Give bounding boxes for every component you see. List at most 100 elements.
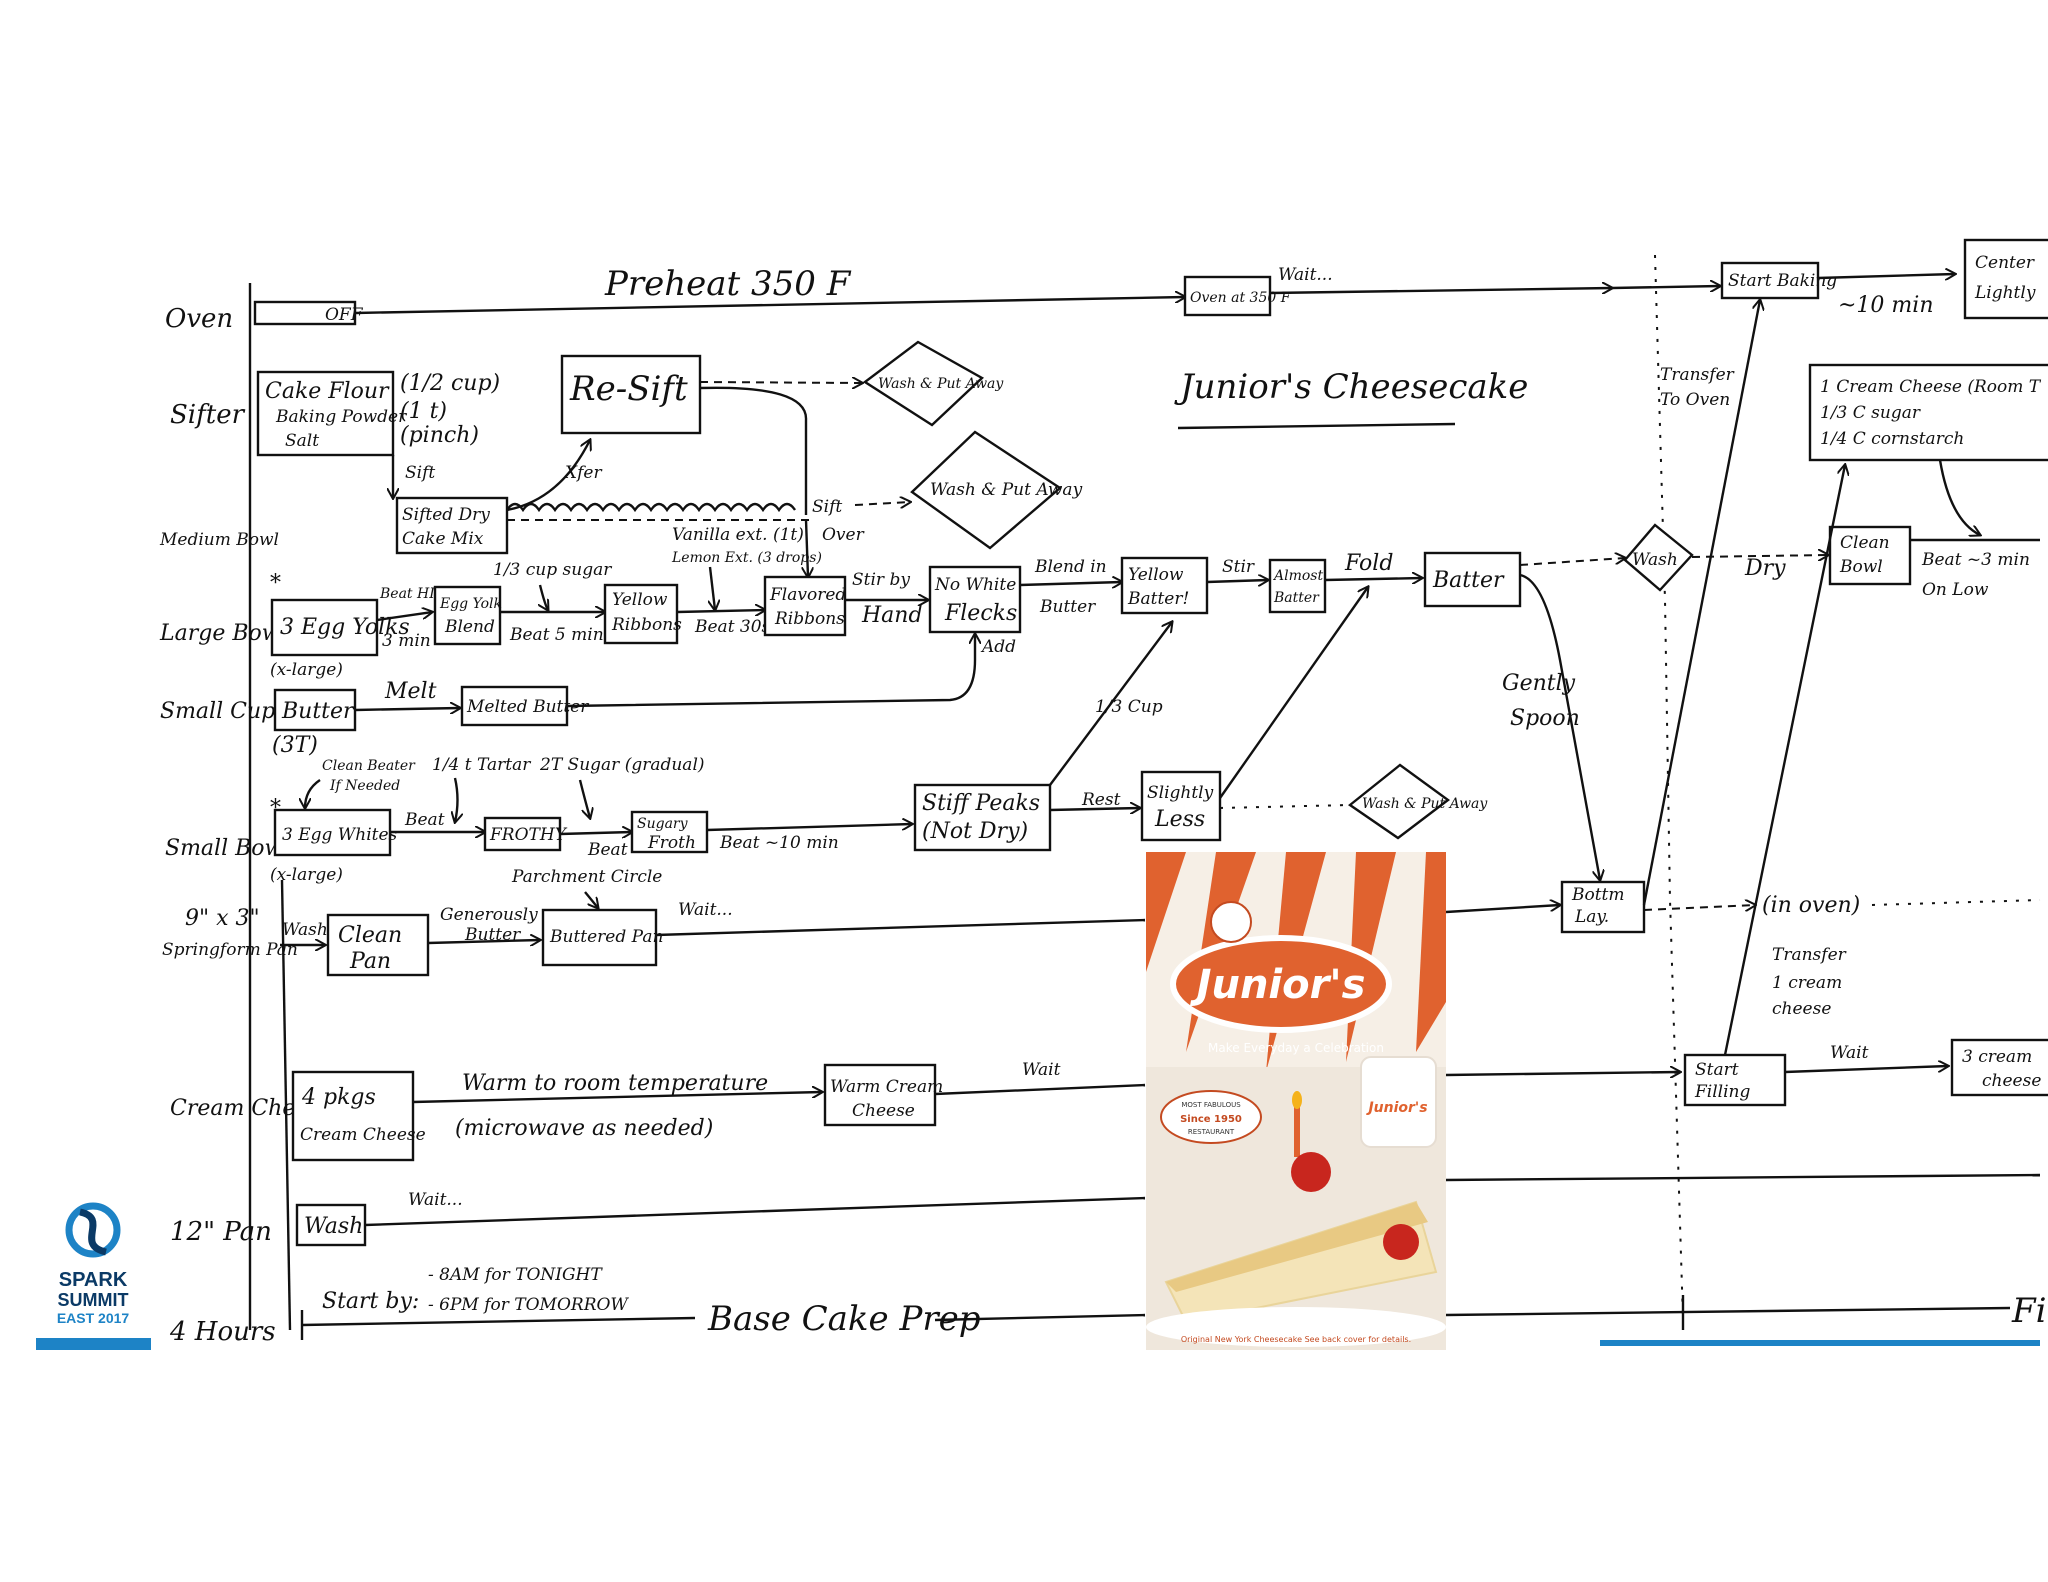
node-clean-bowl [1828,525,1912,586]
star-large: * [270,571,281,596]
poster-tagline: Make Everyday a Celebration [1208,1041,1384,1055]
edge-slightly-wash [1219,804,1351,809]
seal-2: Since 1950 [1180,1114,1242,1125]
edge-resift-wash [699,382,862,383]
edge-beat-sugary [559,832,632,834]
yellow-batter-1: Yellow [1128,565,1184,585]
transfer-oven-1: Transfer [1660,365,1735,385]
seal-3: RESTAURANT [1188,1128,1235,1136]
edge-bottom-oven [1643,905,1755,910]
stiff-2: (Not Dry) [922,819,1028,844]
node-batter [1423,551,1522,608]
node-resift [560,354,702,435]
gen-1: Generously [440,905,538,925]
almost-2: Batter [1273,590,1320,606]
beat-hi-label: Beat HI [379,586,435,602]
lane-sifter: Sifter [170,400,246,430]
lane-oven: Oven [165,304,233,334]
xlarge-2: (x-large) [270,865,343,885]
timeline-seg-2 [934,1313,1146,1322]
beat-low-2: On Low [1922,580,1989,600]
edge-cc-lane-right [1445,1173,2041,1182]
clean-bowl-2: Bowl [1839,557,1883,577]
node-wash-put-away-2 [910,430,1062,550]
base-cake-label: Base Cake Prep [707,1299,980,1339]
edge-generously [427,940,540,943]
node-yellow-ribbons [603,583,679,645]
egg-yolk-1: Egg Yolk [439,596,502,612]
wait-fill-label: Wait [1830,1043,1869,1063]
fold-label: Fold [1344,551,1393,576]
parchment-label: Parchment Circle [511,867,662,887]
edge-sugar-gradual [578,779,590,818]
bottom-2: Lay. [1574,907,1609,927]
flour-2: Baking Powder [275,407,407,427]
sugary-1: Sugary [637,816,689,832]
node-oven-350 [1183,275,1272,317]
cc-1: 1 Cream Cheese (Room T [1820,377,2042,397]
clean-pan-2: Pan [349,949,391,974]
node-cake-flour [256,370,395,457]
rest-label: Rest [1081,790,1121,810]
edge-warm [412,1092,822,1104]
qty-1: (1/2 cup) [400,371,500,396]
frothy-label: FROTHY [489,825,568,845]
qty-3: (pinch) [400,423,479,448]
wash-put-away-3-label: Wash & Put Away [1362,796,1488,812]
blend-1: Blend in [1034,557,1107,577]
node-slightly-less [1140,770,1222,842]
mug-icon [1360,1056,1437,1148]
fi-label: Fi [2011,1291,2046,1331]
edge-xfer [506,440,590,512]
edge-12-wait [364,1196,1146,1227]
node-melted-butter [460,685,569,727]
ten-min-label: ~10 min [1838,293,1934,318]
lane-12-pan: 12" Pan [170,1217,272,1247]
flavored-2: Ribbons [774,609,845,629]
edge-to-start-baking [1611,286,1720,288]
stage-separator [1654,254,1684,1321]
start-baking-label: Start Baking [1728,271,1837,291]
edge-parchment [584,891,598,908]
lane-large-bowl: Large Bowl [159,621,288,646]
juniors-poster: Junior's Make Everyday a Celebration MOS… [1146,852,1446,1350]
start-filling-1: Start [1695,1060,1739,1080]
edge-fold [1324,578,1422,580]
edge-to-bottom [1445,905,1560,914]
node-wash-put-away-3 [1347,763,1451,840]
clean-beater-1: Clean Beater [322,758,416,774]
warm-cc-2: Cheese [852,1101,915,1121]
pkgs-2: Cream Cheese [300,1125,426,1145]
star-small: * [270,796,281,821]
flour-3: Salt [285,431,319,451]
lane-small-cup: Small Cup [160,699,275,724]
three-min-label: 3 min [382,631,431,651]
beat-label-1: Beat [404,810,445,830]
edge-gently-spoon [1519,573,1600,880]
wash-pan-label: Wash [282,920,328,940]
mug-brand: Junior's [1365,1100,1427,1116]
node-egg-whites [273,808,392,857]
edge-filling-wait [1784,1066,1948,1074]
flavored-1: Flavored [769,585,846,605]
start-by-label: Start by: [322,1289,419,1314]
start-filling-2: Filling [1694,1082,1750,1102]
edge-to-start-filling [1445,1072,1680,1075]
stir-1: Stir by [852,570,910,590]
edge-vanilla [710,566,715,610]
poster-brand: Junior's [1190,962,1366,1008]
sugar-gradual-label: 2T Sugar (gradual) [539,755,705,775]
node-flavored-ribbons [763,575,847,637]
edge-sift-wash [854,502,910,505]
transfer-cc-3: cheese [1772,999,1831,1019]
edge-melt [354,708,460,710]
clean-beater-2: If Needed [329,778,400,794]
timeline-seg-1 [301,1316,696,1327]
transfer-oven-2: To Oven [1660,390,1730,410]
node-cream-cheese-recipe [1808,363,2048,462]
yellow-2: Ribbons [611,615,682,635]
edge-third-cup [1049,622,1172,786]
seal-1: MOST FABULOUS [1181,1101,1241,1109]
node-buttered-pan [541,908,658,967]
slightly-2: Less [1154,807,1205,832]
